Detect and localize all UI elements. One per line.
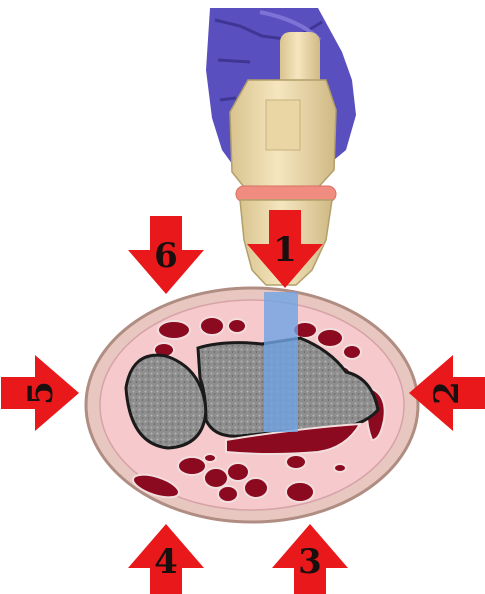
arrow-label-3: 3 — [298, 542, 322, 582]
arrow-label-6: 6 — [154, 236, 178, 276]
arrow-4: 4 — [128, 524, 204, 594]
arrow-2: 2 — [409, 355, 485, 431]
arrow-label-4: 4 — [154, 542, 178, 582]
arrow-label-1: 1 — [273, 230, 297, 270]
arrow-6: 6 — [128, 216, 204, 294]
arrow-label-5: 5 — [21, 381, 61, 405]
ultrasound-beam — [264, 292, 298, 432]
arrow-5: 5 — [1, 355, 79, 431]
arrow-label-2: 2 — [427, 381, 467, 405]
wrist-cross-section — [86, 288, 418, 522]
arrow-3: 3 — [272, 524, 348, 594]
